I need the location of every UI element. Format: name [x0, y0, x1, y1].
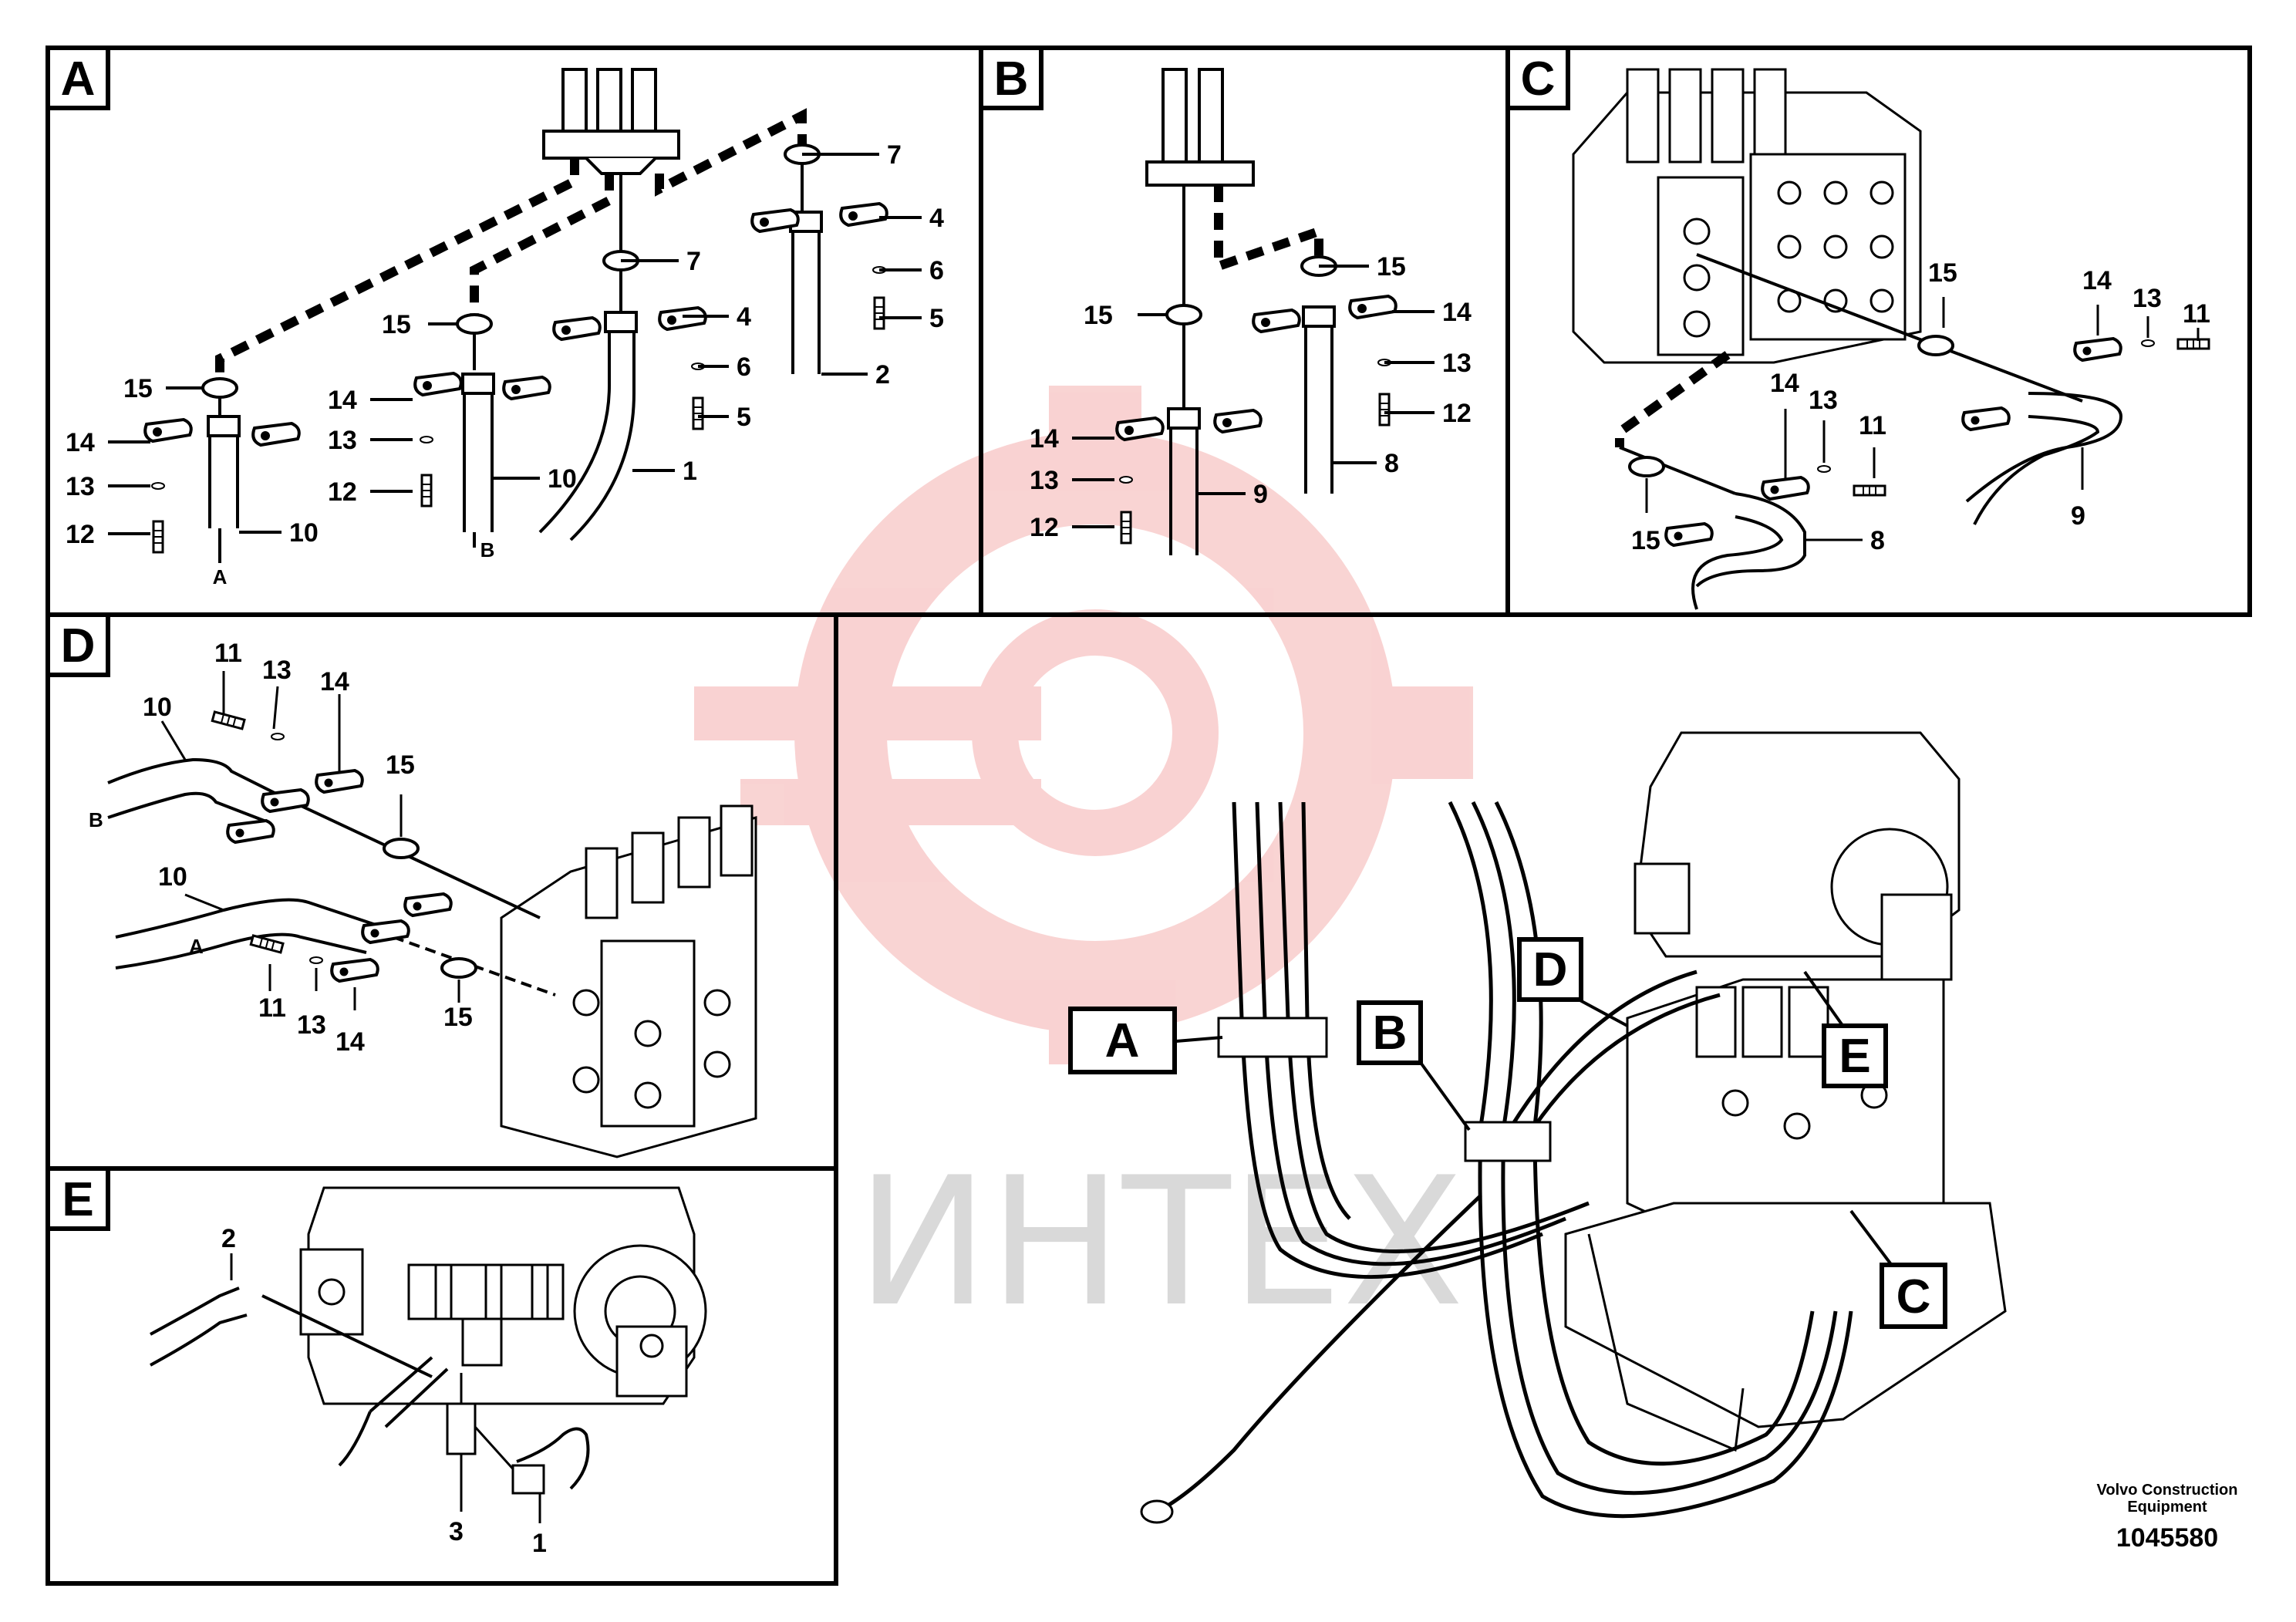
svg-text:A: A [61, 52, 96, 106]
callout: 13 [1030, 466, 1059, 495]
panel-c-callouts: 15 14 13 11 9 14 13 11 15 8 [1631, 258, 2210, 555]
hose-end-label: A [189, 935, 204, 958]
overview-drawing [1140, 731, 2007, 1524]
watermark-text: ИНТЕХ [856, 1140, 1464, 1346]
overview-tag-c: C [1880, 1263, 1947, 1329]
callout: 9 [1253, 480, 1268, 509]
callout: 12 [1442, 399, 1472, 428]
panel-e-callouts: 2 3 1 [221, 1224, 547, 1558]
callout: 9 [2071, 501, 2085, 531]
callout: 10 [158, 862, 187, 892]
callout: 5 [929, 304, 944, 333]
callout: 7 [686, 247, 701, 276]
callout: 15 [123, 374, 153, 403]
callout: 13 [1809, 386, 1838, 415]
panel-d-callouts: 11 13 14 10 15 10 15 11 13 14 B A [89, 639, 473, 1057]
panel-a-callouts: 7 7 4 6 5 4 6 5 2 1 15 15 14 14 13 13 12… [66, 140, 944, 588]
svg-text:E: E [1839, 1030, 1870, 1083]
callout: 14 [328, 386, 357, 415]
panel-c-drawing [1572, 68, 2210, 610]
svg-text:E: E [62, 1173, 93, 1226]
callout: 14 [1442, 298, 1472, 327]
panel-b-drawing [1072, 68, 1435, 555]
callout: 14 [2082, 266, 2112, 295]
callout: 12 [1030, 513, 1059, 542]
panel-e-frame [46, 1166, 838, 1586]
callout: 11 [2183, 299, 2210, 329]
callout: 14 [335, 1027, 365, 1057]
callout: 11 [214, 639, 242, 668]
callout: 3 [449, 1517, 464, 1546]
callout: 15 [1631, 526, 1660, 555]
overview-tag-b: B [1357, 1000, 1423, 1065]
overview-tag-d: D [1517, 937, 1583, 1002]
svg-text:B: B [994, 52, 1029, 106]
drawing-number: 1045580 [2116, 1523, 2218, 1553]
callout: 15 [1377, 252, 1406, 282]
callout: 13 [66, 472, 95, 501]
svg-text:D: D [1533, 943, 1568, 996]
callout: 15 [1084, 301, 1113, 330]
panel-a-drawing [108, 68, 922, 563]
panel-d-drawing [107, 671, 757, 1158]
hose-end-label: A [213, 565, 228, 588]
svg-text:A: A [1105, 1014, 1140, 1067]
callout: 15 [386, 750, 415, 780]
callout: 6 [929, 256, 944, 285]
panel-a-tag: A [46, 46, 110, 110]
company-name-line2: Equipment [2127, 1499, 2207, 1516]
callout: 14 [320, 667, 349, 696]
watermark-gear [694, 386, 1473, 1064]
callout: 14 [1770, 369, 1799, 398]
callout: 8 [1384, 449, 1399, 478]
svg-text:D: D [61, 619, 96, 673]
callout: 7 [887, 140, 902, 170]
hose-end-label: B [89, 808, 103, 831]
overview-tag-a: A [1068, 1007, 1177, 1074]
panel-a-frame [46, 46, 983, 617]
callout: 13 [2132, 284, 2162, 313]
callout: 13 [328, 426, 357, 455]
callout: 8 [1870, 526, 1885, 555]
callout: 10 [289, 518, 319, 548]
callout: 15 [382, 310, 411, 339]
callout: 14 [1030, 424, 1059, 454]
callout: 13 [297, 1010, 326, 1040]
callout: 12 [328, 477, 357, 507]
callout: 13 [262, 656, 292, 685]
panel-d-tag: D [46, 612, 110, 677]
panel-e-drawing [150, 1186, 707, 1523]
footer: Volvo Construction Equipment 1045580 [2097, 1482, 2238, 1553]
callout: 1 [683, 457, 697, 486]
panel-c-tag: C [1505, 46, 1570, 110]
callout: 10 [548, 464, 577, 494]
callout: 2 [221, 1224, 236, 1253]
callout: 11 [1859, 411, 1886, 440]
company-name: Volvo Construction [2097, 1482, 2238, 1499]
callout: 10 [143, 693, 172, 722]
svg-text:C: C [1521, 52, 1556, 106]
callout: 13 [1442, 349, 1472, 378]
callout: 1 [532, 1529, 547, 1558]
svg-text:C: C [1896, 1270, 1931, 1324]
callout: 14 [66, 428, 95, 457]
callout: 4 [929, 204, 944, 233]
callout: 5 [737, 403, 751, 432]
callout: 6 [737, 352, 751, 382]
overview-tag-e: E [1822, 1023, 1888, 1088]
svg-text:B: B [1373, 1007, 1408, 1060]
callout: 15 [1928, 258, 1957, 288]
panel-e-tag: E [46, 1166, 110, 1231]
callout: 15 [443, 1003, 473, 1032]
callout: 11 [258, 993, 286, 1023]
panel-c-frame [1505, 46, 2252, 617]
callout: 12 [66, 520, 95, 549]
callout: 4 [737, 302, 751, 332]
hose-end-label: B [480, 538, 495, 561]
panel-b-tag: B [979, 46, 1043, 110]
callout: 2 [875, 360, 890, 389]
overview-tags: A B D E C [1068, 937, 1947, 1329]
panel-b-callouts: 15 15 14 13 12 8 14 13 12 9 [1030, 252, 1472, 542]
